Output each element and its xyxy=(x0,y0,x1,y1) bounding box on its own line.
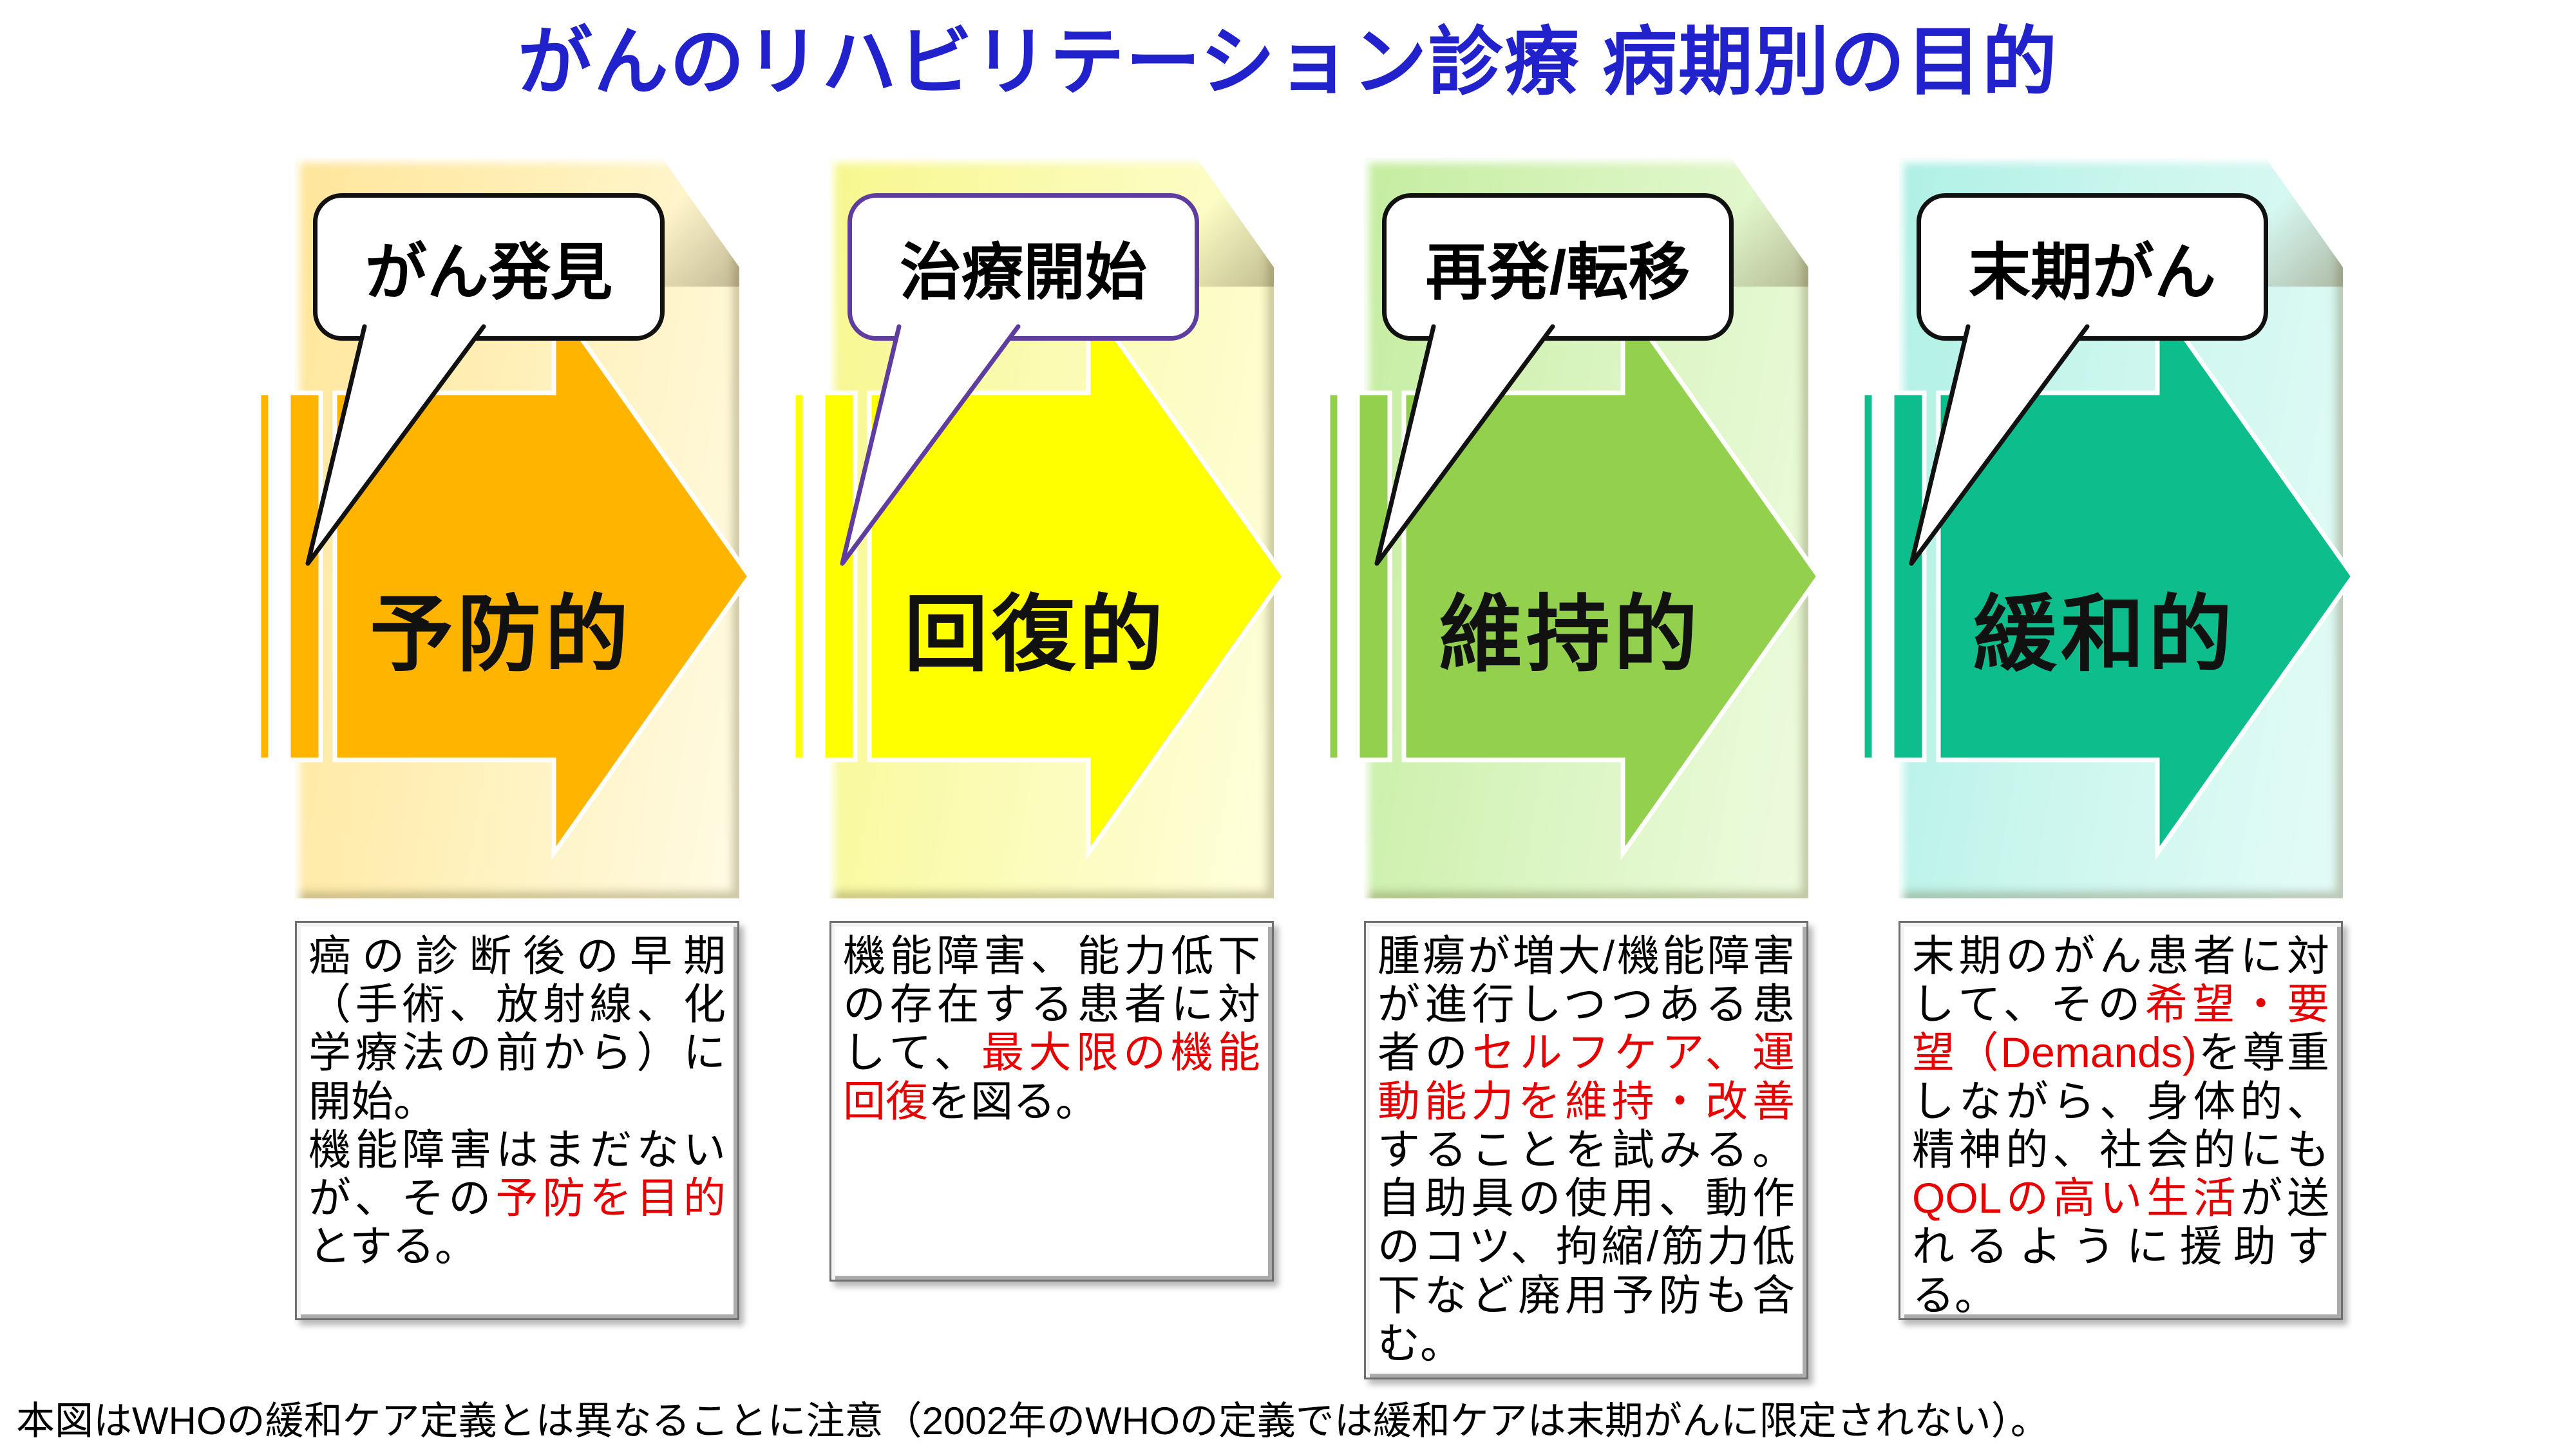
description-text: を尊重しながら、身体的、精神的、社会的にも xyxy=(1912,1028,2330,1173)
arrow-stripe-wide xyxy=(1889,390,1927,762)
callout-label: 末期がん xyxy=(1969,238,2216,307)
arrow-label-palliative: 緩和的 xyxy=(1973,587,2236,681)
arrow-stripe-thin xyxy=(1860,390,1877,762)
description-text: 癌の診断後の早期（手術、放射線、化学療法の前から）に開始。 xyxy=(308,932,726,1125)
description-text: 末期のがん患者に対して、その xyxy=(1912,932,2329,1028)
callout-bubble-treatment-start: 治療開始 xyxy=(848,193,1199,341)
striped-right-arrow-supportive xyxy=(1325,292,1822,861)
striped-right-arrow-restorative xyxy=(791,292,1287,861)
callout-tail-outline xyxy=(1374,324,1555,566)
arrow-body xyxy=(1936,292,2356,861)
description-text: とする。 xyxy=(308,1222,478,1271)
arrow-body xyxy=(332,292,753,861)
description-highlight-text: セルフケア、運動能力を維持・改善 xyxy=(1378,1028,1795,1125)
arrow-stripe-thin xyxy=(791,390,808,762)
callout-label: 再発/転移 xyxy=(1425,238,1690,307)
description-highlight-text: 希望・要望（Demands) xyxy=(1912,980,2329,1077)
description-box-restorative: 機能障害、能力低下の存在する患者に対して、最大限の機能回復を図る。 xyxy=(829,921,1274,1282)
callout-tail xyxy=(1909,324,2090,566)
description-box-preventive: 癌の診断後の早期（手術、放射線、化学療法の前から）に開始。機能障害はまだないが、… xyxy=(295,921,739,1320)
arrow-stripe-thin xyxy=(256,390,273,762)
description-text: を図る。 xyxy=(928,1077,1098,1125)
arrow-label-preventive: 予防的 xyxy=(369,587,632,681)
striped-right-arrow-palliative xyxy=(1860,292,2356,861)
arrow-label-restorative: 回復的 xyxy=(904,587,1167,681)
arrow-label-supportive: 維持的 xyxy=(1438,587,1701,681)
description-text: 機能障害、能力低下の存在する患者に対して、 xyxy=(843,932,1260,1077)
callout-tail xyxy=(840,324,1021,566)
description-text: 機能障害はまだないが、その xyxy=(308,1125,726,1222)
callout-bubble-terminal-cancer: 末期がん xyxy=(1917,193,2268,341)
description-highlight-text: QOLの高い生活 xyxy=(1912,1174,2240,1222)
description-text: が送れるように援助する。 xyxy=(1912,1174,2330,1319)
callout-label: 治療開始 xyxy=(900,238,1147,307)
description-text: することを試みる。自助具の使用、動作のコツ、拘縮/筋力低下など廃用予防も含む。 xyxy=(1378,1125,1795,1367)
callout-tail-outline xyxy=(1909,324,2090,566)
arrow-body xyxy=(1401,292,1822,861)
arrow-stripe-thin xyxy=(1325,390,1342,762)
description-highlight-text: 最大限の機能回復 xyxy=(843,1028,1260,1125)
arrow-stripe-wide xyxy=(820,390,858,762)
callout-bubble-cancer-detected: がん発見 xyxy=(313,193,665,341)
page-title: がんのリハビリテーション診療 病期別の目的 xyxy=(518,20,2058,104)
description-highlight-text: 予防を目的 xyxy=(495,1174,726,1222)
description-text: 腫瘍が増大/機能障害が進行しつつある患者の xyxy=(1378,932,1795,1077)
description-box-supportive: 腫瘍が増大/機能障害が進行しつつある患者のセルフケア、運動能力を維持・改善するこ… xyxy=(1364,921,1808,1379)
description-box-palliative: 末期のがん患者に対して、その希望・要望（Demands)を尊重しながら、身体的、… xyxy=(1899,921,2343,1320)
arrow-body xyxy=(867,292,1287,861)
callout-tail xyxy=(305,324,486,566)
striped-right-arrow-preventive xyxy=(256,292,753,861)
callout-tail-outline xyxy=(840,324,1021,566)
footer-note: 本図はWHOの緩和ケア定義とは異なることに注意（2002年のWHOの定義では緩和… xyxy=(16,1399,2049,1443)
callout-label: がん発見 xyxy=(365,238,612,307)
callout-tail xyxy=(1374,324,1555,566)
callout-tail-outline xyxy=(305,324,486,566)
arrow-stripe-wide xyxy=(1355,390,1392,762)
arrow-stripe-wide xyxy=(286,390,323,762)
callout-bubble-recurrence-metastasis: 再発/転移 xyxy=(1382,193,1734,341)
